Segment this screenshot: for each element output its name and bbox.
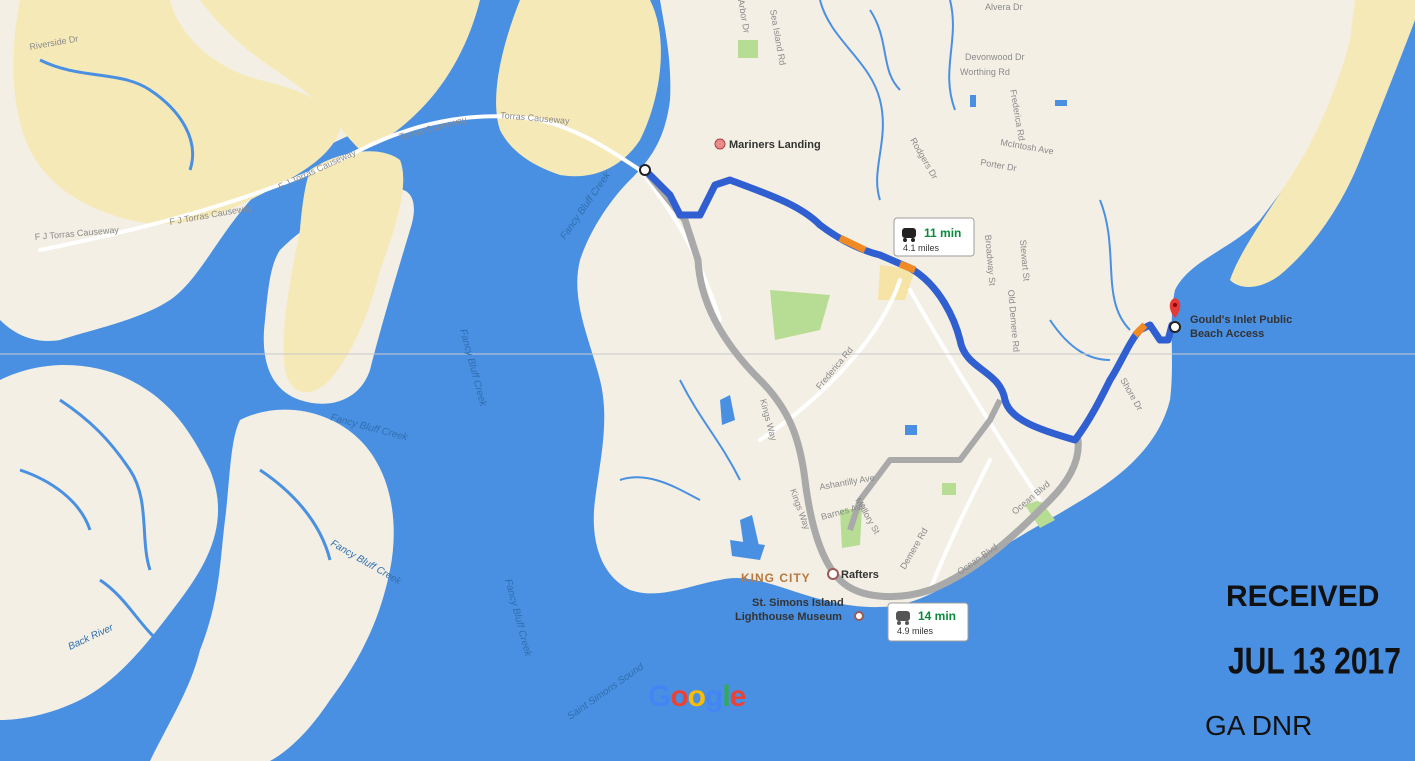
destination-marker-dot[interactable] xyxy=(1169,321,1181,333)
road-label-alvera: Alvera Dr xyxy=(985,2,1023,12)
sand-island-4 xyxy=(283,151,404,393)
roads xyxy=(38,114,1042,592)
sand-island-3 xyxy=(496,0,661,177)
route-bubble-alt[interactable]: 14 min 4.9 miles xyxy=(887,602,969,642)
road-label-broadway: Broadway St xyxy=(983,234,997,286)
route-primary-distance: 4.1 miles xyxy=(903,243,940,253)
road-label-stewart: Stewart St xyxy=(1018,239,1032,282)
received-stamp-line2: JUL 13 2017 xyxy=(1228,640,1401,682)
svg-text:Google: Google xyxy=(648,680,746,713)
mariners-landing-poi[interactable]: Mariners Landing xyxy=(714,138,821,151)
svg-text:Mariners Landing: Mariners Landing xyxy=(729,139,821,151)
route-alt-branch xyxy=(847,398,1003,531)
pond-1 xyxy=(720,395,735,425)
pond-4 xyxy=(905,425,917,435)
king-city-label: KING CITY xyxy=(741,571,811,585)
destination-label-line2[interactable]: Beach Access xyxy=(1190,328,1264,340)
destination-pin-icon[interactable] xyxy=(1169,298,1181,318)
route-bubble-primary[interactable]: 11 min 4.1 miles xyxy=(893,217,975,257)
received-stamp-line1: RECEIVED xyxy=(1226,580,1380,613)
road-label-worthing: Worthing Rd xyxy=(960,67,1010,77)
marsh-island-2 xyxy=(150,409,394,761)
sea-island xyxy=(1230,0,1415,287)
island-land xyxy=(577,0,1364,608)
route-traffic-3 xyxy=(1132,322,1148,338)
lighthouse-label-line2: Lighthouse Museum xyxy=(735,611,842,623)
marsh-island-1 xyxy=(0,365,219,720)
lighthouse-poi[interactable]: St. Simons Island Lighthouse Museum xyxy=(735,597,864,623)
google-logo: Google xyxy=(648,680,747,713)
road-label-devonwood: Devonwood Dr xyxy=(965,52,1025,62)
park-5 xyxy=(942,483,956,495)
route-alt-distance: 4.9 miles xyxy=(897,626,934,636)
park-1 xyxy=(738,40,758,58)
lighthouse-label-line1: St. Simons Island xyxy=(752,597,844,609)
sand-island-2 xyxy=(200,0,480,150)
airport xyxy=(878,265,915,300)
route-traffic-2 xyxy=(898,260,917,274)
pond-6 xyxy=(1055,100,1067,106)
svg-text:Rafters: Rafters xyxy=(841,569,879,581)
park-2 xyxy=(770,290,830,340)
pond-3 xyxy=(730,540,765,560)
car-icon xyxy=(902,228,916,242)
origin-marker[interactable] xyxy=(639,164,651,176)
rafters-poi[interactable]: Rafters xyxy=(827,568,879,581)
route-alt-time: 14 min xyxy=(918,609,956,623)
received-stamp-line3: GA DNR xyxy=(1205,710,1313,741)
destination-label-line1[interactable]: Gould's Inlet Public xyxy=(1190,314,1292,326)
route-primary-time: 11 min xyxy=(924,226,961,240)
route-primary-line xyxy=(641,166,1176,444)
car-icon xyxy=(896,611,910,625)
island-creeks xyxy=(619,0,1131,501)
pond-5 xyxy=(970,95,976,107)
mainland-creeks xyxy=(19,58,332,652)
route-traffic-1 xyxy=(838,234,867,254)
